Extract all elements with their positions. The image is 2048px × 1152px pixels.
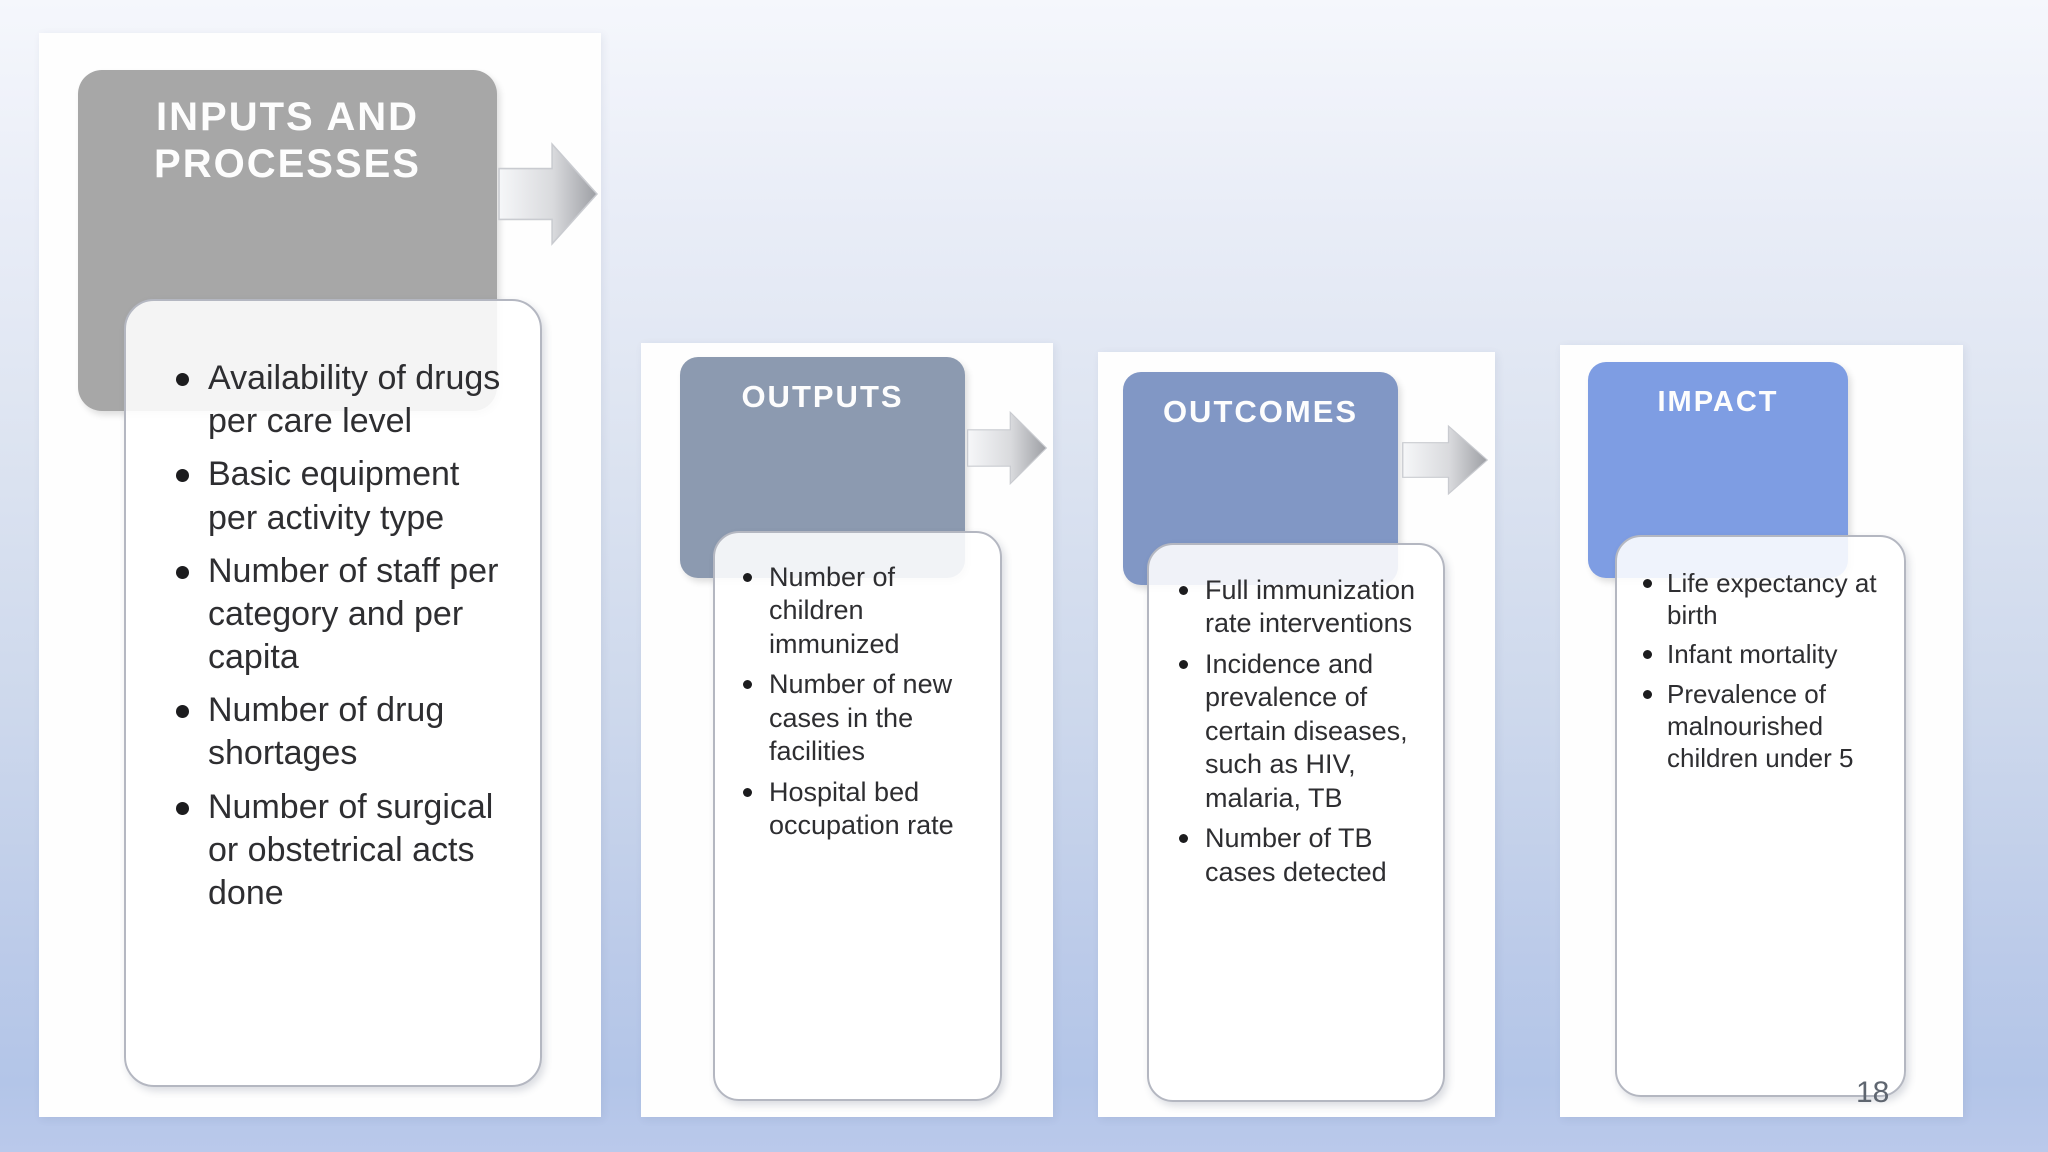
- impact-bullet-card: Life expectancy at birth Infant mortalit…: [1615, 535, 1906, 1097]
- bullet-item: Hospital bed occupation rate: [743, 776, 982, 843]
- outputs-bullet-card: Number of children immunized Number of n…: [713, 531, 1002, 1101]
- outcomes-bullet-list: Full immunization rate interventions Inc…: [1149, 545, 1443, 889]
- outputs-title: OUTPUTS: [741, 379, 904, 414]
- arrow-right-icon: [497, 141, 599, 247]
- bullet-item: Infant mortality: [1643, 638, 1890, 670]
- outcomes-title: OUTCOMES: [1162, 394, 1359, 429]
- bullet-item: Basic equipment per activity type: [176, 453, 516, 539]
- bullet-item: Life expectancy at birth: [1643, 567, 1890, 631]
- bullet-item: Number of children immunized: [743, 561, 982, 661]
- bullet-item: Number of staff per category and per cap…: [176, 550, 516, 680]
- outcomes-bullet-card: Full immunization rate interventions Inc…: [1147, 543, 1445, 1102]
- bullet-item: Full immunization rate interventions: [1179, 574, 1427, 641]
- bullet-item: Number of new cases in the facilities: [743, 668, 982, 768]
- outputs-bullet-list: Number of children immunized Number of n…: [715, 533, 1000, 843]
- page-number: 18: [1856, 1076, 1890, 1109]
- arrow-right-icon: [966, 410, 1048, 486]
- bullet-item: Prevalence of malnourished children unde…: [1643, 678, 1890, 775]
- bullet-item: Availability of drugs per care level: [176, 357, 516, 443]
- impact-bullet-list: Life expectancy at birth Infant mortalit…: [1617, 537, 1904, 774]
- bullet-item: Incidence and prevalence of certain dise…: [1179, 648, 1427, 815]
- bullet-item: Number of drug shortages: [176, 689, 516, 775]
- inputs-processes-bullet-list: Availability of drugs per care level Bas…: [126, 301, 540, 915]
- impact-title: IMPACT: [1657, 386, 1779, 418]
- arrow-right-icon: [1401, 424, 1489, 496]
- inputs-processes-bullet-card: Availability of drugs per care level Bas…: [124, 299, 542, 1087]
- inputs-processes-title: INPUTS AND PROCESSES: [154, 95, 421, 187]
- bullet-item: Number of surgical or obstetrical acts d…: [176, 786, 516, 916]
- bullet-item: Number of TB cases detected: [1179, 822, 1427, 889]
